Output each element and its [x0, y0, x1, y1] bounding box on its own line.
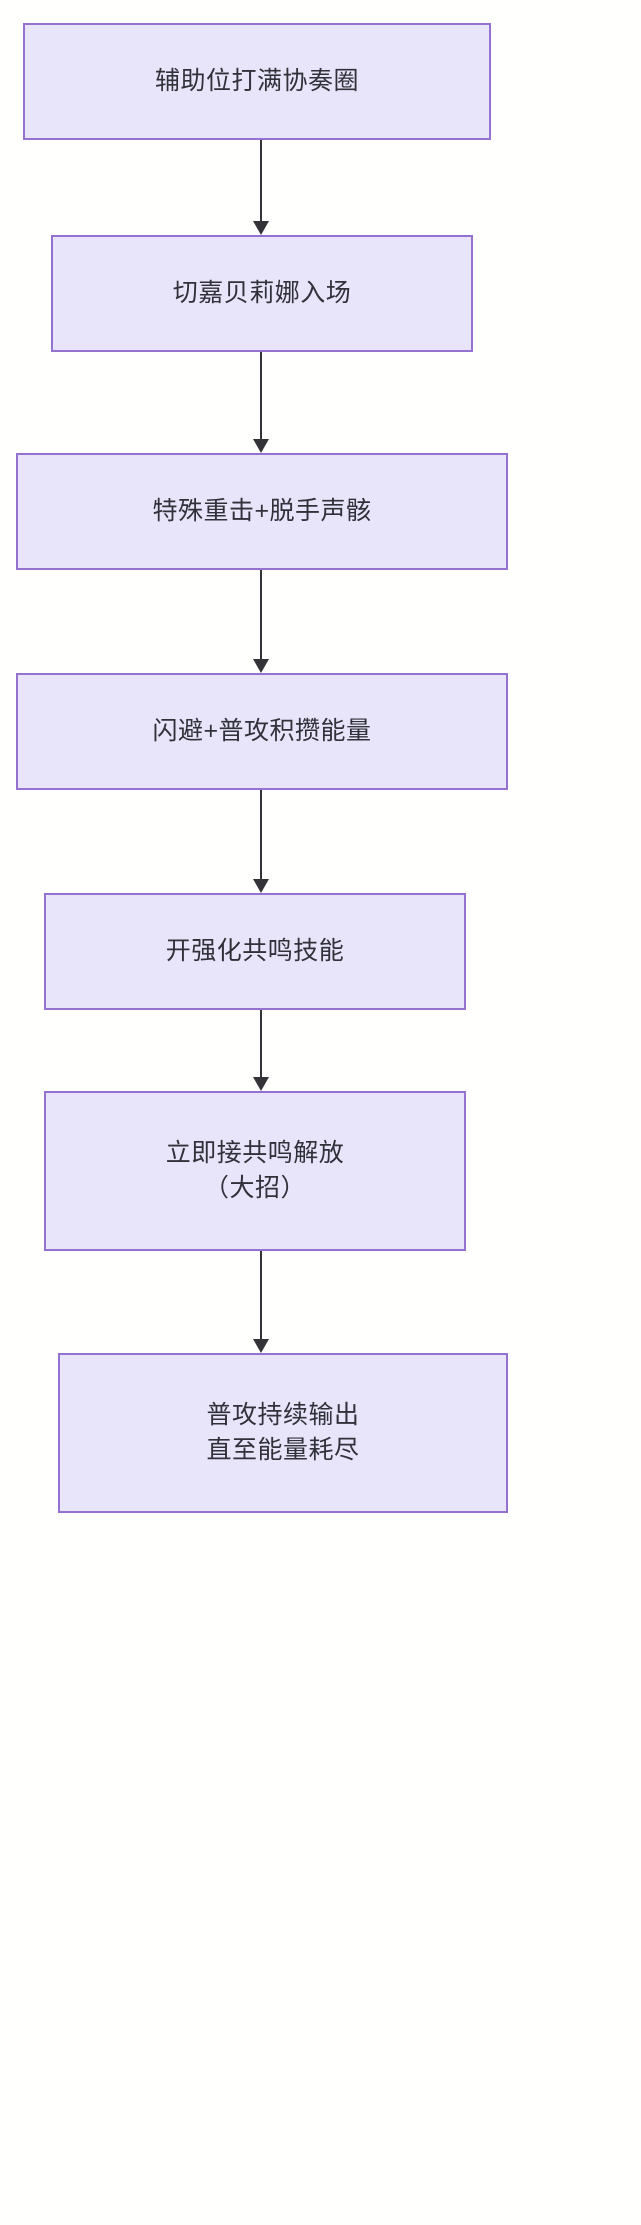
- flow-node-7[interactable]: 普攻持续输出 直至能量耗尽: [58, 1353, 508, 1513]
- flow-edge-6-arrowhead: [252, 1339, 269, 1353]
- flow-edge-5-arrowhead: [252, 1077, 269, 1091]
- flow-edge-6-shaft: [260, 1251, 263, 1339]
- flow-edge-2-arrowhead: [252, 439, 269, 453]
- flow-node-6-label-line1: 立即接共鸣解放: [165, 1138, 345, 1167]
- flow-node-6[interactable]: 立即接共鸣解放 （大招）: [44, 1091, 466, 1251]
- flow-node-7-label-line2: 直至能量耗尽: [206, 1436, 360, 1464]
- flow-node-3-label: 特殊重击+脱手声骸: [152, 496, 372, 525]
- flow-node-1[interactable]: 辅助位打满协奏圈: [23, 23, 491, 140]
- flow-node-2-label: 切嘉贝莉娜入场: [172, 278, 352, 307]
- flow-node-5[interactable]: 开强化共鸣技能: [44, 893, 466, 1010]
- flow-node-3[interactable]: 特殊重击+脱手声骸: [16, 453, 508, 570]
- flow-edge-4-arrowhead: [252, 879, 269, 893]
- flow-node-4[interactable]: 闪避+普攻积攒能量: [16, 673, 508, 790]
- flow-node-5-label: 开强化共鸣技能: [165, 936, 345, 965]
- flow-edge-1-shaft: [260, 140, 263, 221]
- flow-node-2[interactable]: 切嘉贝莉娜入场: [51, 235, 473, 352]
- flow-node-1-label: 辅助位打满协奏圈: [154, 66, 359, 95]
- flow-node-4-label: 闪避+普攻积攒能量: [152, 716, 372, 745]
- flow-node-6-label-line2: （大招）: [203, 1174, 306, 1202]
- flow-edge-3-arrowhead: [252, 659, 269, 673]
- flow-edge-5-shaft: [260, 1010, 263, 1077]
- flow-node-7-label-line1: 普攻持续输出: [206, 1400, 360, 1429]
- flow-edge-1-arrowhead: [252, 221, 269, 235]
- flow-edge-4-shaft: [260, 790, 263, 879]
- flow-edge-3-shaft: [260, 570, 263, 659]
- flow-edge-2-shaft: [260, 352, 263, 439]
